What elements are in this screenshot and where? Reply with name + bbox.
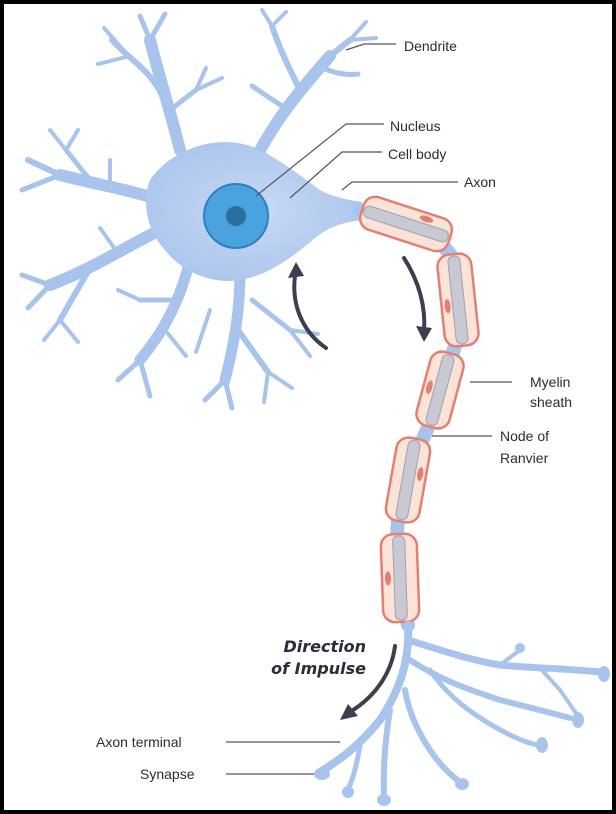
label-synapse: Synapse xyxy=(140,766,195,782)
label-nucleus: Nucleus xyxy=(390,118,441,134)
label-axon-terminal: Axon terminal xyxy=(96,734,182,750)
synapse-bulbs xyxy=(314,643,610,806)
label-direction-line2: of Impulse xyxy=(271,659,366,678)
label-node-line1: Node of xyxy=(500,428,550,444)
arrow-terminal xyxy=(348,644,397,714)
neuron-illustration xyxy=(19,8,610,806)
impulse-arrows xyxy=(292,256,427,714)
neuron-diagram: Dendrite Nucleus Cell body Axon Myelin s… xyxy=(4,4,612,810)
arrowheads xyxy=(288,262,432,720)
label-myelin-line1: Myelin xyxy=(530,374,571,390)
label-dendrite: Dendrite xyxy=(404,38,457,54)
label-direction-line1: Direction xyxy=(283,637,366,656)
leader-lines xyxy=(226,43,512,775)
label-cell-body: Cell body xyxy=(388,146,447,162)
arrow-axon xyxy=(402,256,427,334)
label-axon: Axon xyxy=(464,174,496,190)
label-node-line2: Ranvier xyxy=(500,450,549,466)
nucleolus-shape xyxy=(226,206,246,226)
myelin-sheath xyxy=(358,195,480,624)
label-myelin-line2: sheath xyxy=(530,394,573,410)
arrow-soma xyxy=(292,268,328,350)
